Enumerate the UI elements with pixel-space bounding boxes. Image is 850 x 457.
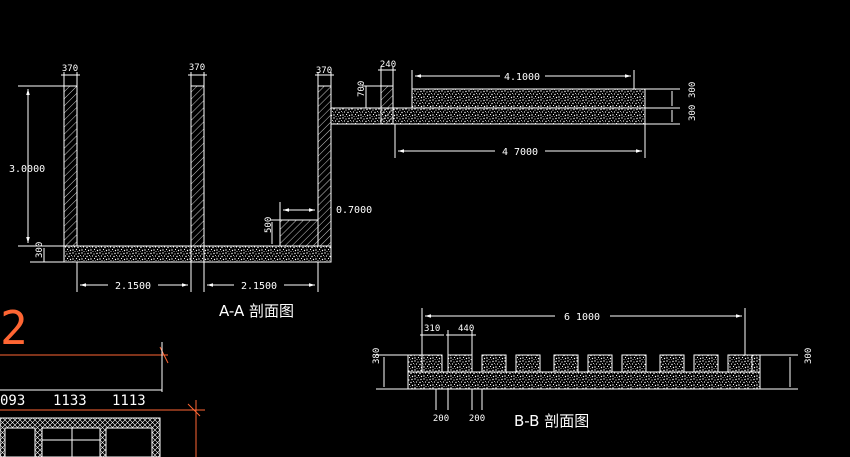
- bottom-thickness-label: 300: [688, 105, 698, 121]
- wall-height-label: 3.0000: [9, 164, 45, 175]
- section-aa: [18, 72, 334, 292]
- section-aa-labels: 370 370 370 3.0000 300 2.1500 2.1500 500…: [9, 63, 372, 320]
- plan-fragment: [0, 342, 205, 457]
- grid-label: 2: [0, 301, 28, 355]
- block-width-label: 440: [458, 324, 474, 334]
- base-thickness-label: 300: [35, 242, 45, 258]
- top-length-label: 4.1000: [504, 72, 540, 83]
- wall-1: [63, 85, 78, 247]
- bb-base-slab: [407, 371, 761, 390]
- gap-1-label: 200: [433, 414, 449, 424]
- plan-dim-1: 093: [0, 393, 25, 409]
- upper-base-slab: [330, 107, 646, 125]
- wall-thickness-2-label: 370: [189, 63, 205, 73]
- first-block-label: 310: [424, 324, 440, 334]
- bb-blocks: [407, 354, 761, 373]
- wall-thickness-1-label: 370: [62, 64, 78, 74]
- curb: [380, 85, 394, 125]
- right-height-label: 300: [804, 348, 814, 364]
- upper-top-slab: [411, 88, 646, 109]
- step-width-label: 0.7000: [336, 205, 372, 216]
- wall-thickness-3-label: 370: [316, 66, 332, 76]
- gap-2-label: 200: [469, 414, 485, 424]
- step-height-label: 500: [264, 217, 274, 233]
- plan-dim-3: 1113: [112, 393, 146, 409]
- bay-width-2-label: 2.1500: [241, 281, 277, 292]
- section-aa-title: A-A 剖面图: [219, 302, 294, 320]
- plan-fragment-labels: 2 093 1133 1113: [0, 301, 146, 409]
- section-bb-title: B-B 剖面图: [514, 412, 589, 430]
- bottom-length-label: 4 7000: [502, 147, 538, 158]
- section-bb: [376, 308, 798, 410]
- curb-width-label: 240: [380, 60, 396, 70]
- step-block: [279, 219, 319, 247]
- top-thickness-label: 300: [688, 82, 698, 98]
- upper-slab-section: [330, 67, 680, 158]
- bay-width-1-label: 2.1500: [115, 281, 151, 292]
- base-slab: [63, 245, 332, 263]
- upper-slab-labels: 240 700 4.1000 4 7000 300 300: [357, 60, 698, 158]
- wall-2: [190, 85, 205, 247]
- plan-dim-2: 1133: [53, 393, 87, 409]
- wall-3: [317, 85, 332, 247]
- total-length-label: 6 1000: [564, 312, 600, 323]
- left-height-label: 380: [372, 348, 382, 364]
- section-bb-labels: 6 1000 310 440 380 300 200 200 B-B 剖面图: [372, 312, 814, 430]
- curb-height-label: 700: [357, 81, 367, 97]
